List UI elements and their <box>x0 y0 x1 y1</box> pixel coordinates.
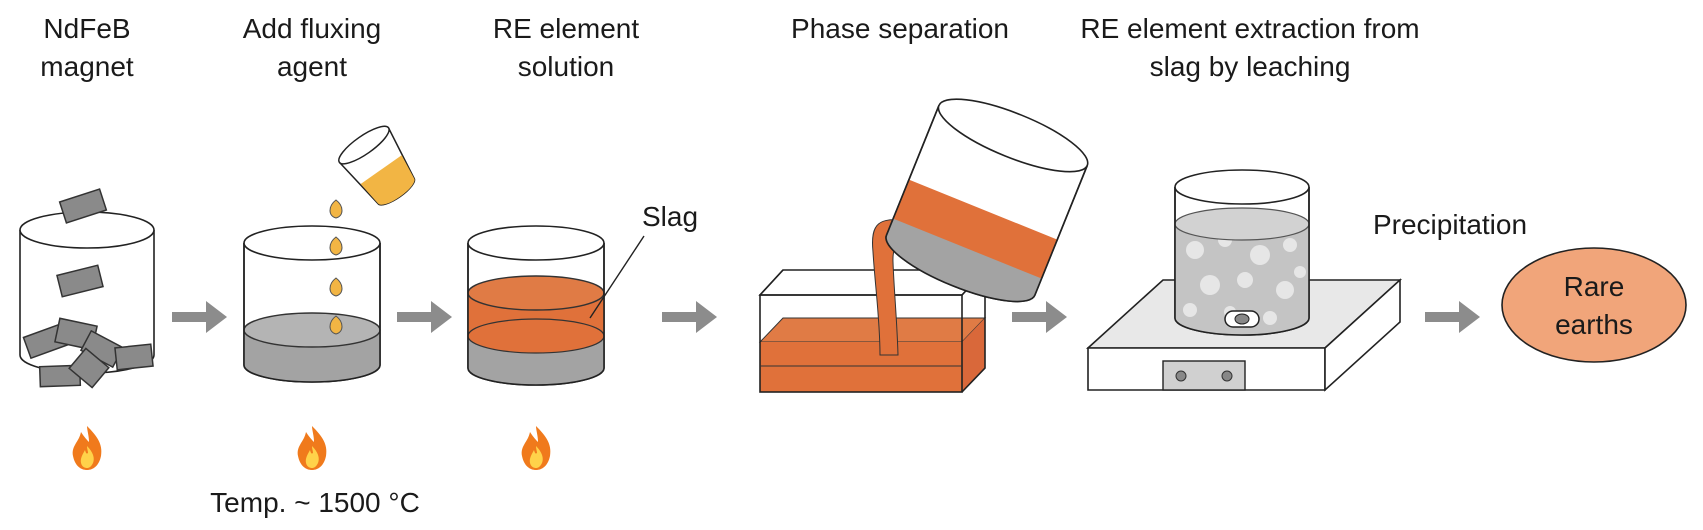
label-line: RE element <box>492 13 640 44</box>
pouring-vessel <box>885 98 1089 303</box>
flux-drops <box>329 199 343 335</box>
beaker-magnet <box>19 188 155 470</box>
heat-flame-icon <box>72 426 102 470</box>
temperature-label: Temp. ~ 1500 °C <box>210 487 420 518</box>
slag-leader-line <box>589 235 645 319</box>
label-line: solution <box>517 51 615 82</box>
flux-cup <box>338 125 416 206</box>
process-arrow <box>1425 301 1480 333</box>
label-line: agent <box>276 51 348 82</box>
label-line: RE element extraction from <box>1080 13 1420 44</box>
product-label: Rare earths <box>1524 268 1664 344</box>
process-arrow <box>1012 301 1067 333</box>
hotplate-control-panel <box>1162 360 1246 391</box>
label-line: magnet <box>40 51 134 82</box>
label-line: slag by leaching <box>1149 51 1351 82</box>
process-arrow <box>172 301 227 333</box>
step-label-re-element-solution: RE element solution <box>476 10 656 86</box>
precipitation-label: Precipitation <box>1372 209 1528 240</box>
label-line: NdFeB <box>43 13 131 44</box>
label-line: Add fluxing <box>242 13 382 44</box>
beaker-solution <box>467 225 645 470</box>
label-line: Phase separation <box>791 13 1009 44</box>
step-label-ndfeb-magnet: NdFeB magnet <box>27 10 147 86</box>
label-line: Rare <box>1563 271 1625 302</box>
beaker-flux <box>243 125 416 470</box>
process-arrow <box>662 301 717 333</box>
slag-label: Slag <box>641 201 699 232</box>
heat-flame-icon <box>521 426 551 470</box>
label-line: earths <box>1555 309 1633 340</box>
step-label-phase-separation: Phase separation <box>770 10 1030 48</box>
process-arrow <box>397 301 452 333</box>
leaching-hotplate-setup <box>1085 169 1403 392</box>
step-label-re-extraction: RE element extraction from slag by leach… <box>1050 10 1450 86</box>
phase-separation-setup <box>758 98 1089 393</box>
rare-earths-product <box>1501 247 1687 363</box>
step-label-add-fluxing-agent: Add fluxing agent <box>222 10 402 86</box>
magnet-pieces <box>22 188 154 389</box>
heat-flame-icon <box>297 426 327 470</box>
